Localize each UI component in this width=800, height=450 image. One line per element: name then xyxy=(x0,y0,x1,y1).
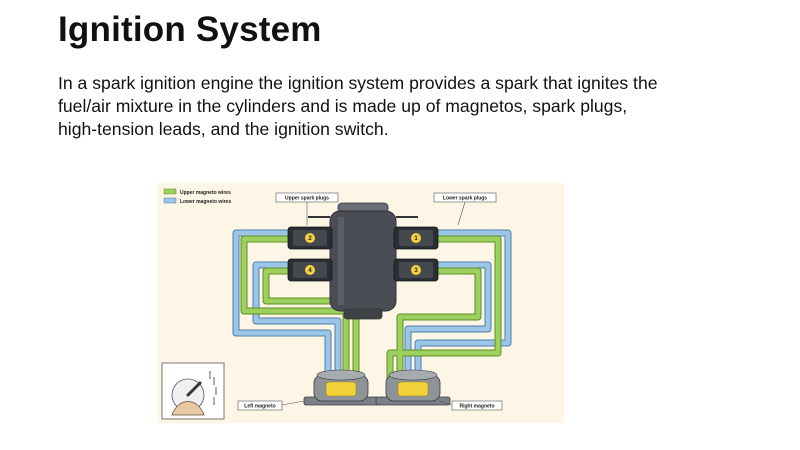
lower-magneto-wires xyxy=(232,229,512,379)
cylinder-2: 2 xyxy=(287,226,333,250)
legend-swatch-lower xyxy=(163,197,177,204)
ignition-system-diagram: Upper magneto wires Lower magneto wires … xyxy=(158,183,564,423)
right-magneto-callout: Right magneto xyxy=(439,400,503,411)
cylinder-1: 1 xyxy=(393,226,439,250)
ignition-switch-inset xyxy=(161,362,225,420)
body-line-2: fuel/air mixture in the cylinders and is… xyxy=(58,96,628,116)
right-magneto-label: Right magneto xyxy=(460,404,495,410)
body-line-1: In a spark ignition engine the ignition … xyxy=(58,73,658,93)
cylinder-4-number: 4 xyxy=(308,268,312,274)
right-magneto-label-box xyxy=(451,400,503,411)
cylinder-3: 3 xyxy=(393,258,439,282)
left-magneto-label: Left magneto xyxy=(244,404,275,410)
slide-title: Ignition System xyxy=(58,10,322,49)
lower-spark-plugs-label: Lower spark plugs xyxy=(443,196,487,202)
ignition-key-icon xyxy=(186,381,202,397)
legend-swatch-upper xyxy=(163,188,177,195)
left-magneto-label-box xyxy=(237,400,283,411)
cylinder-2-number: 2 xyxy=(308,236,312,242)
legend: Upper magneto wires Lower magneto wires xyxy=(163,188,231,205)
upper-spark-plugs-label: Upper spark plugs xyxy=(285,196,329,202)
body-line-3: high-tension leads, and the ignition swi… xyxy=(58,119,389,139)
left-magneto-callout: Left magneto xyxy=(237,400,305,411)
diagram-svg: Upper magneto wires Lower magneto wires … xyxy=(158,183,564,423)
cylinder-4: 4 xyxy=(287,258,333,282)
upper-spark-plugs-callout: Upper spark plugs xyxy=(275,192,339,225)
right-magneto xyxy=(375,369,451,406)
slide-body-text: In a spark ignition engine the ignition … xyxy=(58,72,748,141)
cylinder-3-number: 3 xyxy=(414,268,418,274)
cylinder-1-number: 1 xyxy=(414,236,418,242)
hand-icon xyxy=(171,401,205,416)
lower-spark-plugs-callout: Lower spark plugs xyxy=(433,192,497,226)
legend-label-lower: Lower magneto wires xyxy=(180,199,231,205)
left-magneto xyxy=(303,369,379,406)
legend-label-upper: Upper magneto wires xyxy=(180,190,231,196)
engine-block xyxy=(308,202,418,320)
upper-magneto-wires xyxy=(240,235,502,379)
